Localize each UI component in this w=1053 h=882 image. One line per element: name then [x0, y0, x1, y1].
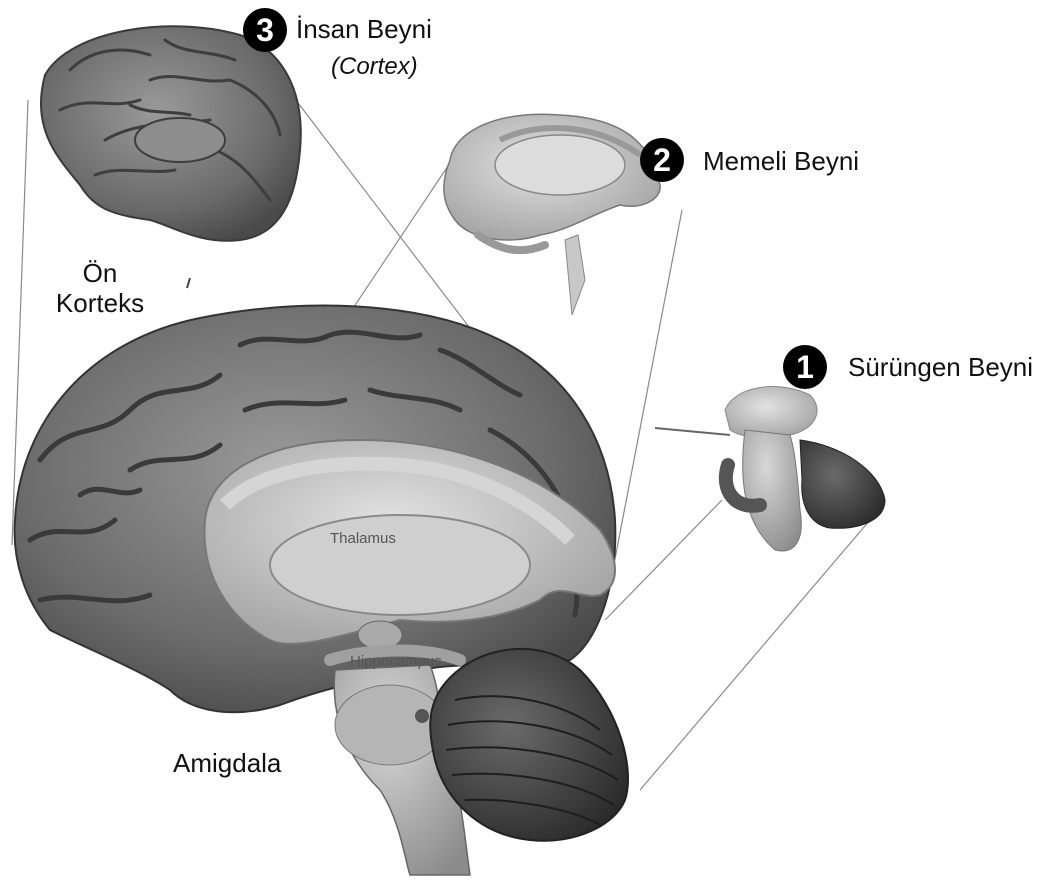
human-brain-number: 3	[256, 12, 274, 49]
reptile-brain-number-badge: 1	[783, 345, 827, 389]
hippocampus-label: Hippocampus	[350, 653, 442, 670]
stray-mark	[187, 278, 190, 288]
reptile-brain-title: Sürüngen Beyni	[848, 352, 1033, 382]
human-brain-subtitle: (Cortex)	[331, 52, 418, 82]
prefrontal-line-1: Ön	[45, 258, 155, 288]
mammal-brain-number: 2	[653, 142, 671, 179]
mammal-brain	[444, 114, 660, 315]
prefrontal-cortex-label: Ön Korteks	[45, 258, 155, 318]
human-brain-number-badge: 3	[243, 8, 287, 52]
reptile-brain-number: 1	[796, 349, 814, 386]
prefrontal-line-2: Korteks	[45, 288, 155, 318]
amygdala-label: Amigdala	[173, 748, 281, 778]
human-brain-small	[41, 26, 301, 240]
human-brain-large	[15, 306, 628, 875]
reptile-brain	[655, 387, 885, 551]
human-brain-title: İnsan Beyni	[296, 14, 432, 44]
thalamus-label: Thalamus	[330, 530, 396, 547]
mammal-brain-number-badge: 2	[640, 138, 684, 182]
mammal-brain-title: Memeli Beyni	[703, 146, 859, 176]
